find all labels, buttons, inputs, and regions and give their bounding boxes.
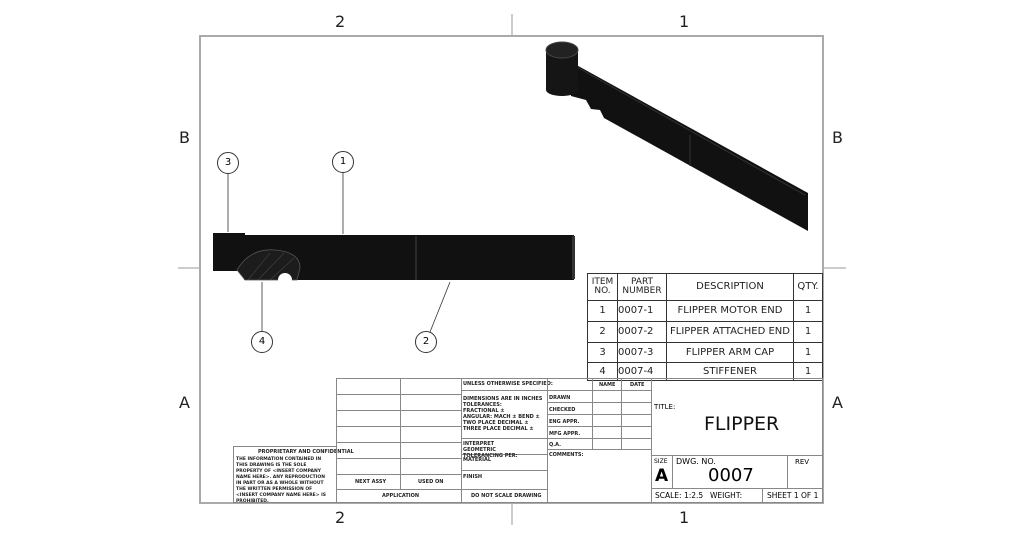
bom-cell: 0007-2 <box>617 321 667 343</box>
zone-left-a: A <box>179 393 190 412</box>
approval-label: ENG APPR. <box>549 419 580 425</box>
zone-right-b: B <box>832 128 843 147</box>
next-assy-label: NEXT ASSY <box>355 479 387 485</box>
used-on-label: USED ON <box>418 479 444 485</box>
zone-top-1: 1 <box>679 12 690 31</box>
title-block-cell <box>400 426 462 443</box>
approval-label: Q.A. <box>549 442 562 448</box>
title-block-cell <box>592 438 622 450</box>
title-block-cell <box>762 488 823 503</box>
balloon-1: 1 <box>332 151 354 173</box>
proprietary-text: THE INFORMATION CONTAINED IN THIS DRAWIN… <box>236 457 326 504</box>
sheet-label: SHEET 1 OF 1 <box>767 491 819 500</box>
name-header: NAME <box>599 382 616 388</box>
bom-cell: 1 <box>793 342 823 363</box>
comments-label: COMMENTS: <box>549 452 584 458</box>
bom-cell: 2 <box>587 321 618 343</box>
bom-cell: 1 <box>793 300 823 322</box>
dwg-no-label: DWG. NO. <box>676 457 716 466</box>
sheet-border <box>199 35 824 504</box>
dims-line: ANGULAR: MACH ± BEND ± <box>463 414 540 420</box>
bom-header-item: ITEM NO. <box>587 273 618 301</box>
zone-left-b: B <box>179 128 190 147</box>
bom-cell: FLIPPER ATTACHED END <box>666 321 794 343</box>
isometric-view <box>545 41 808 231</box>
zone-bottom-1: 1 <box>679 508 690 527</box>
balloon-3: 3 <box>217 152 239 174</box>
dims-line: DIMENSIONS ARE IN INCHES <box>463 396 543 402</box>
title-block-cell <box>400 378 462 395</box>
balloon-4: 4 <box>251 331 273 353</box>
bom-cell: 0007-1 <box>617 300 667 322</box>
size-value: A <box>655 466 669 486</box>
size-label: SIZE <box>654 458 668 465</box>
title-label: TITLE: <box>654 403 676 411</box>
title-block-cell <box>336 442 401 459</box>
zone-right-a: A <box>832 393 843 412</box>
bom-cell: FLIPPER ARM CAP <box>666 342 794 363</box>
bom-header-qty: QTY. <box>793 273 823 301</box>
bom-cell: 1 <box>793 362 823 381</box>
application-label: APPLICATION <box>382 493 420 499</box>
title-block-cell <box>336 410 401 427</box>
side-view <box>213 233 575 287</box>
approval-label: DRAWN <box>549 395 571 401</box>
date-header: DATE <box>630 382 645 388</box>
title-block-cell <box>461 470 548 490</box>
dims-line: TWO PLACE DECIMAL ± <box>463 420 529 426</box>
dwg-no-value: 0007 <box>708 465 754 486</box>
bom-header-desc: DESCRIPTION <box>666 273 794 301</box>
title-block-cell <box>336 458 401 475</box>
material-label: MATERIAL <box>463 457 492 463</box>
title-block-cell <box>400 410 462 427</box>
bom-cell: 1 <box>793 321 823 343</box>
title-block-cell <box>621 438 652 450</box>
rev-label: REV <box>795 458 810 466</box>
approval-label: CHECKED <box>549 407 576 413</box>
proprietary-title: PROPRIETARY AND CONFIDENTIAL <box>258 449 354 455</box>
dims-line: FRACTIONAL ± <box>463 408 505 414</box>
unless-specified: UNLESS OTHERWISE SPECIFIED: <box>463 381 553 387</box>
dims-line: TOLERANCES: <box>463 402 502 408</box>
title-block-cell <box>400 458 462 475</box>
weight-label: WEIGHT: <box>710 491 743 500</box>
title-block-cell <box>400 442 462 459</box>
drawing-title: FLIPPER <box>704 413 780 435</box>
bom-cell: 3 <box>587 342 618 363</box>
bom-cell: FLIPPER MOTOR END <box>666 300 794 322</box>
zone-bottom-2: 2 <box>335 508 346 527</box>
dims-line: THREE PLACE DECIMAL ± <box>463 426 534 432</box>
balloon-2: 2 <box>415 331 437 353</box>
bom-header-part: PART NUMBER <box>617 273 667 301</box>
title-block-cell <box>336 426 401 443</box>
do-not-scale: DO NOT SCALE DRAWING <box>471 493 542 499</box>
title-block-cell <box>336 394 401 411</box>
bom-cell: 1 <box>587 300 618 322</box>
approval-label: MFG APPR. <box>549 431 581 437</box>
interpret-label: INTERPRET GEOMETRIC TOLERANCING PER: <box>463 441 518 459</box>
zone-top-2: 2 <box>335 12 346 31</box>
title-block-cell <box>400 394 462 411</box>
finish-label: FINISH <box>463 474 483 480</box>
title-block-cell <box>336 378 401 395</box>
bom-cell: 0007-3 <box>617 342 667 363</box>
scale-label: SCALE: 1:2.5 <box>655 491 704 500</box>
